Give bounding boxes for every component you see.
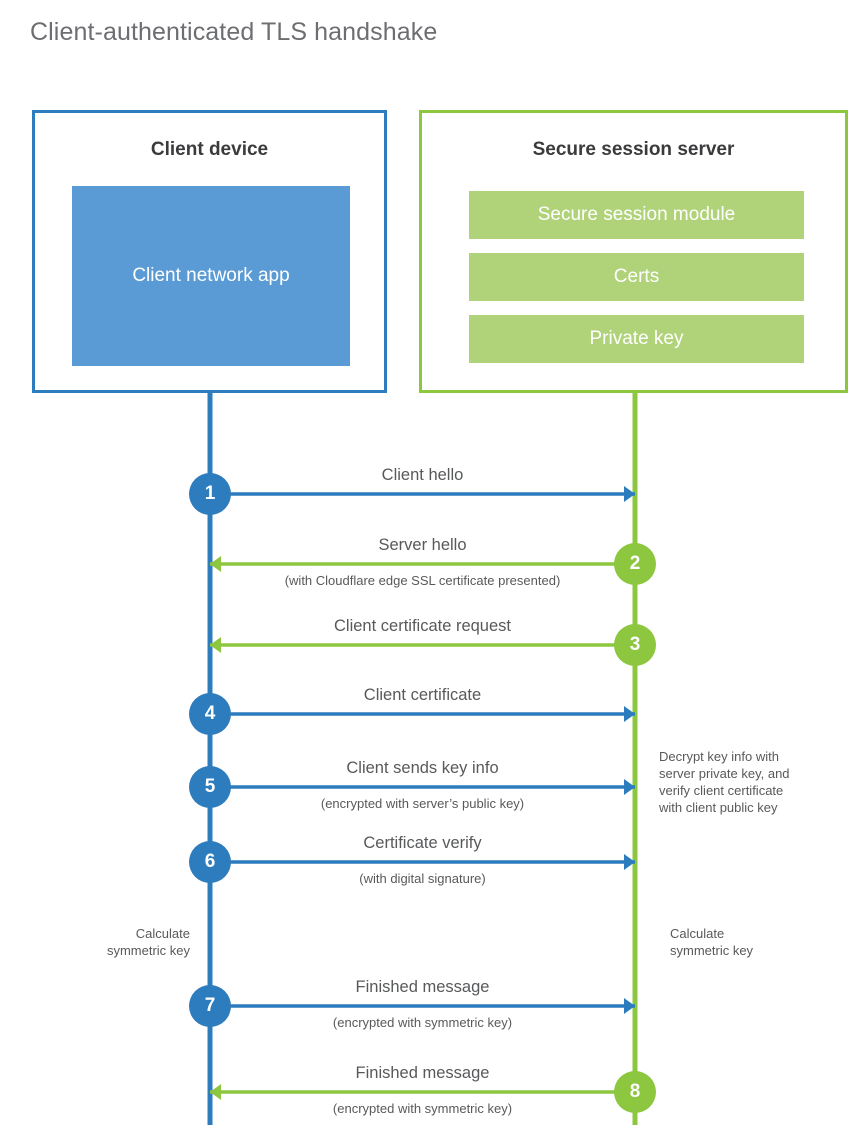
page-title: Client-authenticated TLS handshake: [30, 18, 438, 46]
annotation-server-decrypt-line: Decrypt key info with: [659, 749, 779, 764]
annotation-server-decrypt-line: with client public key: [659, 800, 778, 815]
arrow-head-step-4: [624, 706, 635, 722]
annotation-server-decrypt: Decrypt key info with server private key,…: [659, 748, 834, 816]
secure-session-server-title: Secure session server: [532, 139, 735, 160]
step-label-7: Finished message: [355, 978, 490, 996]
step-label-1: Client hello: [381, 466, 464, 484]
annotation-server-calculate-symmetric-key: Calculate symmetric key: [670, 925, 845, 959]
annotation-server-calculate-line: Calculate: [670, 926, 725, 941]
client-device-box: Client device Client network app: [32, 110, 387, 393]
step-badge-5[interactable]: 5: [189, 766, 231, 808]
secure-session-server-box: Secure session server Secure session mod…: [419, 110, 848, 393]
arrow-head-step-1: [624, 486, 635, 502]
step-badge-2[interactable]: 2: [614, 543, 656, 585]
annotation-client-calculate-symmetric-key: Calculate symmetric key: [20, 925, 190, 959]
annotation-server-decrypt-line: server private key, and: [659, 766, 790, 781]
step-label-3: Client certificate request: [334, 617, 511, 635]
step-sublabel-6: (with digital signature): [359, 871, 486, 886]
step-label-6: Certificate verify: [363, 834, 482, 852]
step-sublabel-5: (encrypted with server’s public key): [320, 796, 525, 811]
server-module-private-key: Private key: [469, 315, 804, 363]
step-sublabel-2: (with Cloudflare edge SSL certificate pr…: [284, 573, 561, 588]
arrow-head-step-7: [624, 998, 635, 1014]
annotation-server-decrypt-line: verify client certificate: [659, 783, 784, 798]
client-network-app-box: Client network app: [72, 186, 350, 366]
step-sublabel-8: (encrypted with symmetric key): [332, 1101, 513, 1116]
annotation-server-calculate-line: symmetric key: [670, 943, 754, 958]
arrow-head-step-2: [210, 556, 221, 572]
step-badge-7[interactable]: 7: [189, 985, 231, 1027]
arrow-head-step-5: [624, 779, 635, 795]
arrow-head-step-3: [210, 637, 221, 653]
arrow-head-step-8: [210, 1084, 221, 1100]
step-badge-1[interactable]: 1: [189, 473, 231, 515]
step-label-4: Client certificate: [363, 686, 482, 704]
client-device-title: Client device: [150, 139, 269, 160]
annotation-client-calculate-line: Calculate: [135, 926, 190, 941]
server-module-certs: Certs: [469, 253, 804, 301]
step-badge-8[interactable]: 8: [614, 1071, 656, 1113]
step-label-8: Finished message: [355, 1064, 490, 1082]
annotation-client-calculate-line: symmetric key: [106, 943, 190, 958]
server-module-secure-session: Secure session module: [469, 191, 804, 239]
server-module-list: Secure session module Certs Private key: [469, 191, 804, 363]
arrow-head-step-6: [624, 854, 635, 870]
step-sublabel-7: (encrypted with symmetric key): [332, 1015, 513, 1030]
step-badge-4[interactable]: 4: [189, 693, 231, 735]
step-label-5: Client sends key info: [346, 759, 499, 777]
step-label-2: Server hello: [378, 536, 467, 554]
step-badge-3[interactable]: 3: [614, 624, 656, 666]
step-badge-6[interactable]: 6: [189, 841, 231, 883]
